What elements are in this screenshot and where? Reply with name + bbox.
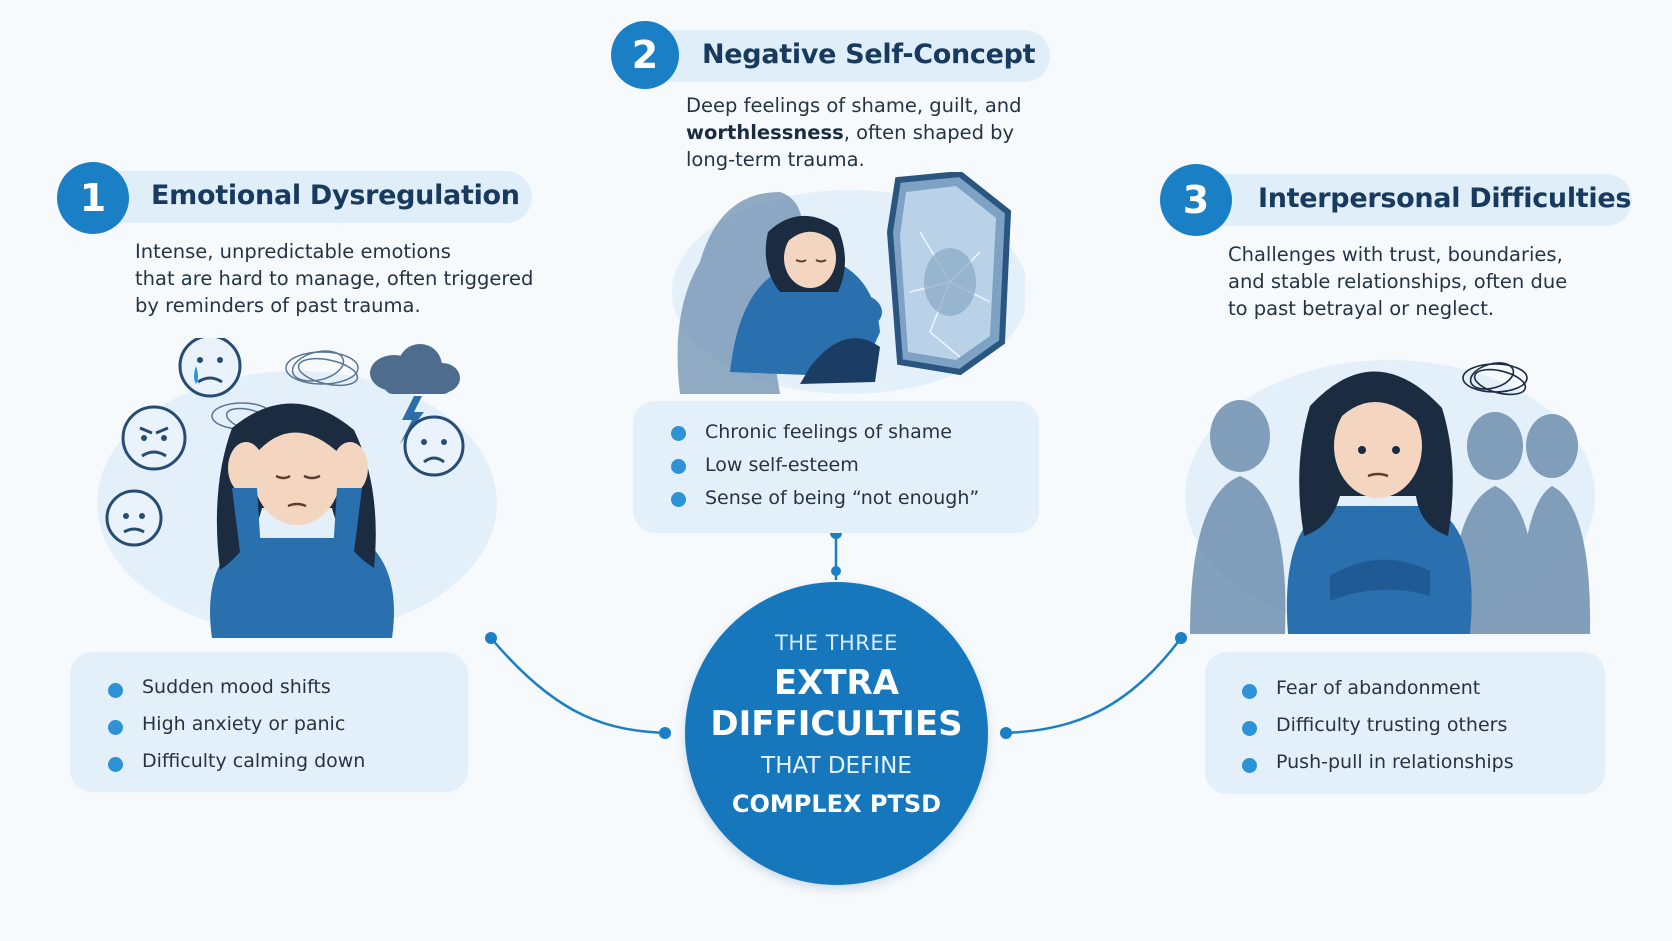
woman-hugging-knees-broken-mirror-icon (672, 172, 1025, 394)
bullet-item: Chronic feelings of shame (671, 417, 1039, 450)
connector-dot (659, 727, 671, 739)
section-3-title-pill (1170, 174, 1632, 226)
center-line-4: THAT DEFINE (761, 753, 912, 779)
connector-dot (831, 566, 841, 576)
description-line: that are hard to manage, often triggered (135, 267, 534, 290)
center-line-5: COMPLEX PTSD (731, 790, 942, 818)
section-3-description: Challenges with trust, boundaries, and s… (1228, 241, 1608, 322)
connector-left (490, 637, 666, 735)
section-2-bullet-card: Chronic feelings of shame Low self-estee… (633, 401, 1039, 533)
section-1-title: Emotional Dysregulation (151, 180, 520, 211)
section-2-title-pill (620, 30, 1050, 82)
center-summary-circle: THE THREE EXTRA DIFFICULTIES THAT DEFINE… (685, 582, 988, 885)
section-1-description: Intense, unpredictable emotions that are… (135, 238, 555, 319)
stressed-woman-holding-head-icon (97, 338, 497, 638)
connector-dot (1175, 632, 1187, 644)
connector-dot (485, 632, 497, 644)
section-1-title-pill (70, 171, 532, 223)
description-line: long-term trauma. (686, 148, 865, 171)
bullet-item: Difficulty calming down (108, 746, 468, 783)
center-line-2: EXTRA (773, 663, 900, 703)
section-1-number-badge: 1 (57, 162, 129, 234)
bullet-item: Sense of being “not enough” (671, 483, 1039, 516)
description-fragment: , often shaped by (843, 121, 1015, 144)
description-line: and stable relationships, often due (1228, 270, 1568, 293)
bullet-item: Difficulty trusting others (1242, 710, 1605, 747)
bullet-item: Low self-esteem (671, 450, 1039, 483)
section-3-bullet-card: Fear of abandonment Difficulty trusting … (1205, 652, 1605, 794)
section-1-bullet-card: Sudden mood shifts High anxiety or panic… (70, 652, 468, 792)
section-2-number-badge: 2 (611, 21, 679, 89)
bullet-item: Push-pull in relationships (1242, 747, 1605, 784)
section-2-description: Deep feelings of shame, guilt, and worth… (686, 92, 1046, 173)
section-3-title: Interpersonal Difficulties (1258, 183, 1632, 214)
bullet-item: High anxiety or panic (108, 709, 468, 746)
description-line: Deep feelings of shame, guilt, and (686, 94, 1022, 117)
connector-right (1005, 637, 1183, 735)
section-2-title: Negative Self-Concept (702, 39, 1036, 70)
emphasis-word: worthlessness (686, 121, 844, 144)
center-line-3: DIFFICULTIES (710, 704, 963, 744)
anxious-woman-among-silhouettes-icon (1185, 360, 1595, 634)
description-line: worthlessness, often shaped by (686, 119, 1046, 146)
section-3-number-badge: 3 (1160, 164, 1232, 236)
bullet-item: Sudden mood shifts (108, 672, 468, 709)
description-line: to past betrayal or neglect. (1228, 297, 1495, 320)
center-line-1: THE THREE (775, 631, 898, 655)
connector-dot (1000, 727, 1012, 739)
description-line: Intense, unpredictable emotions (135, 240, 451, 263)
description-line: by reminders of past trauma. (135, 294, 421, 317)
description-line: Challenges with trust, boundaries, (1228, 243, 1563, 266)
bullet-item: Fear of abandonment (1242, 673, 1605, 710)
